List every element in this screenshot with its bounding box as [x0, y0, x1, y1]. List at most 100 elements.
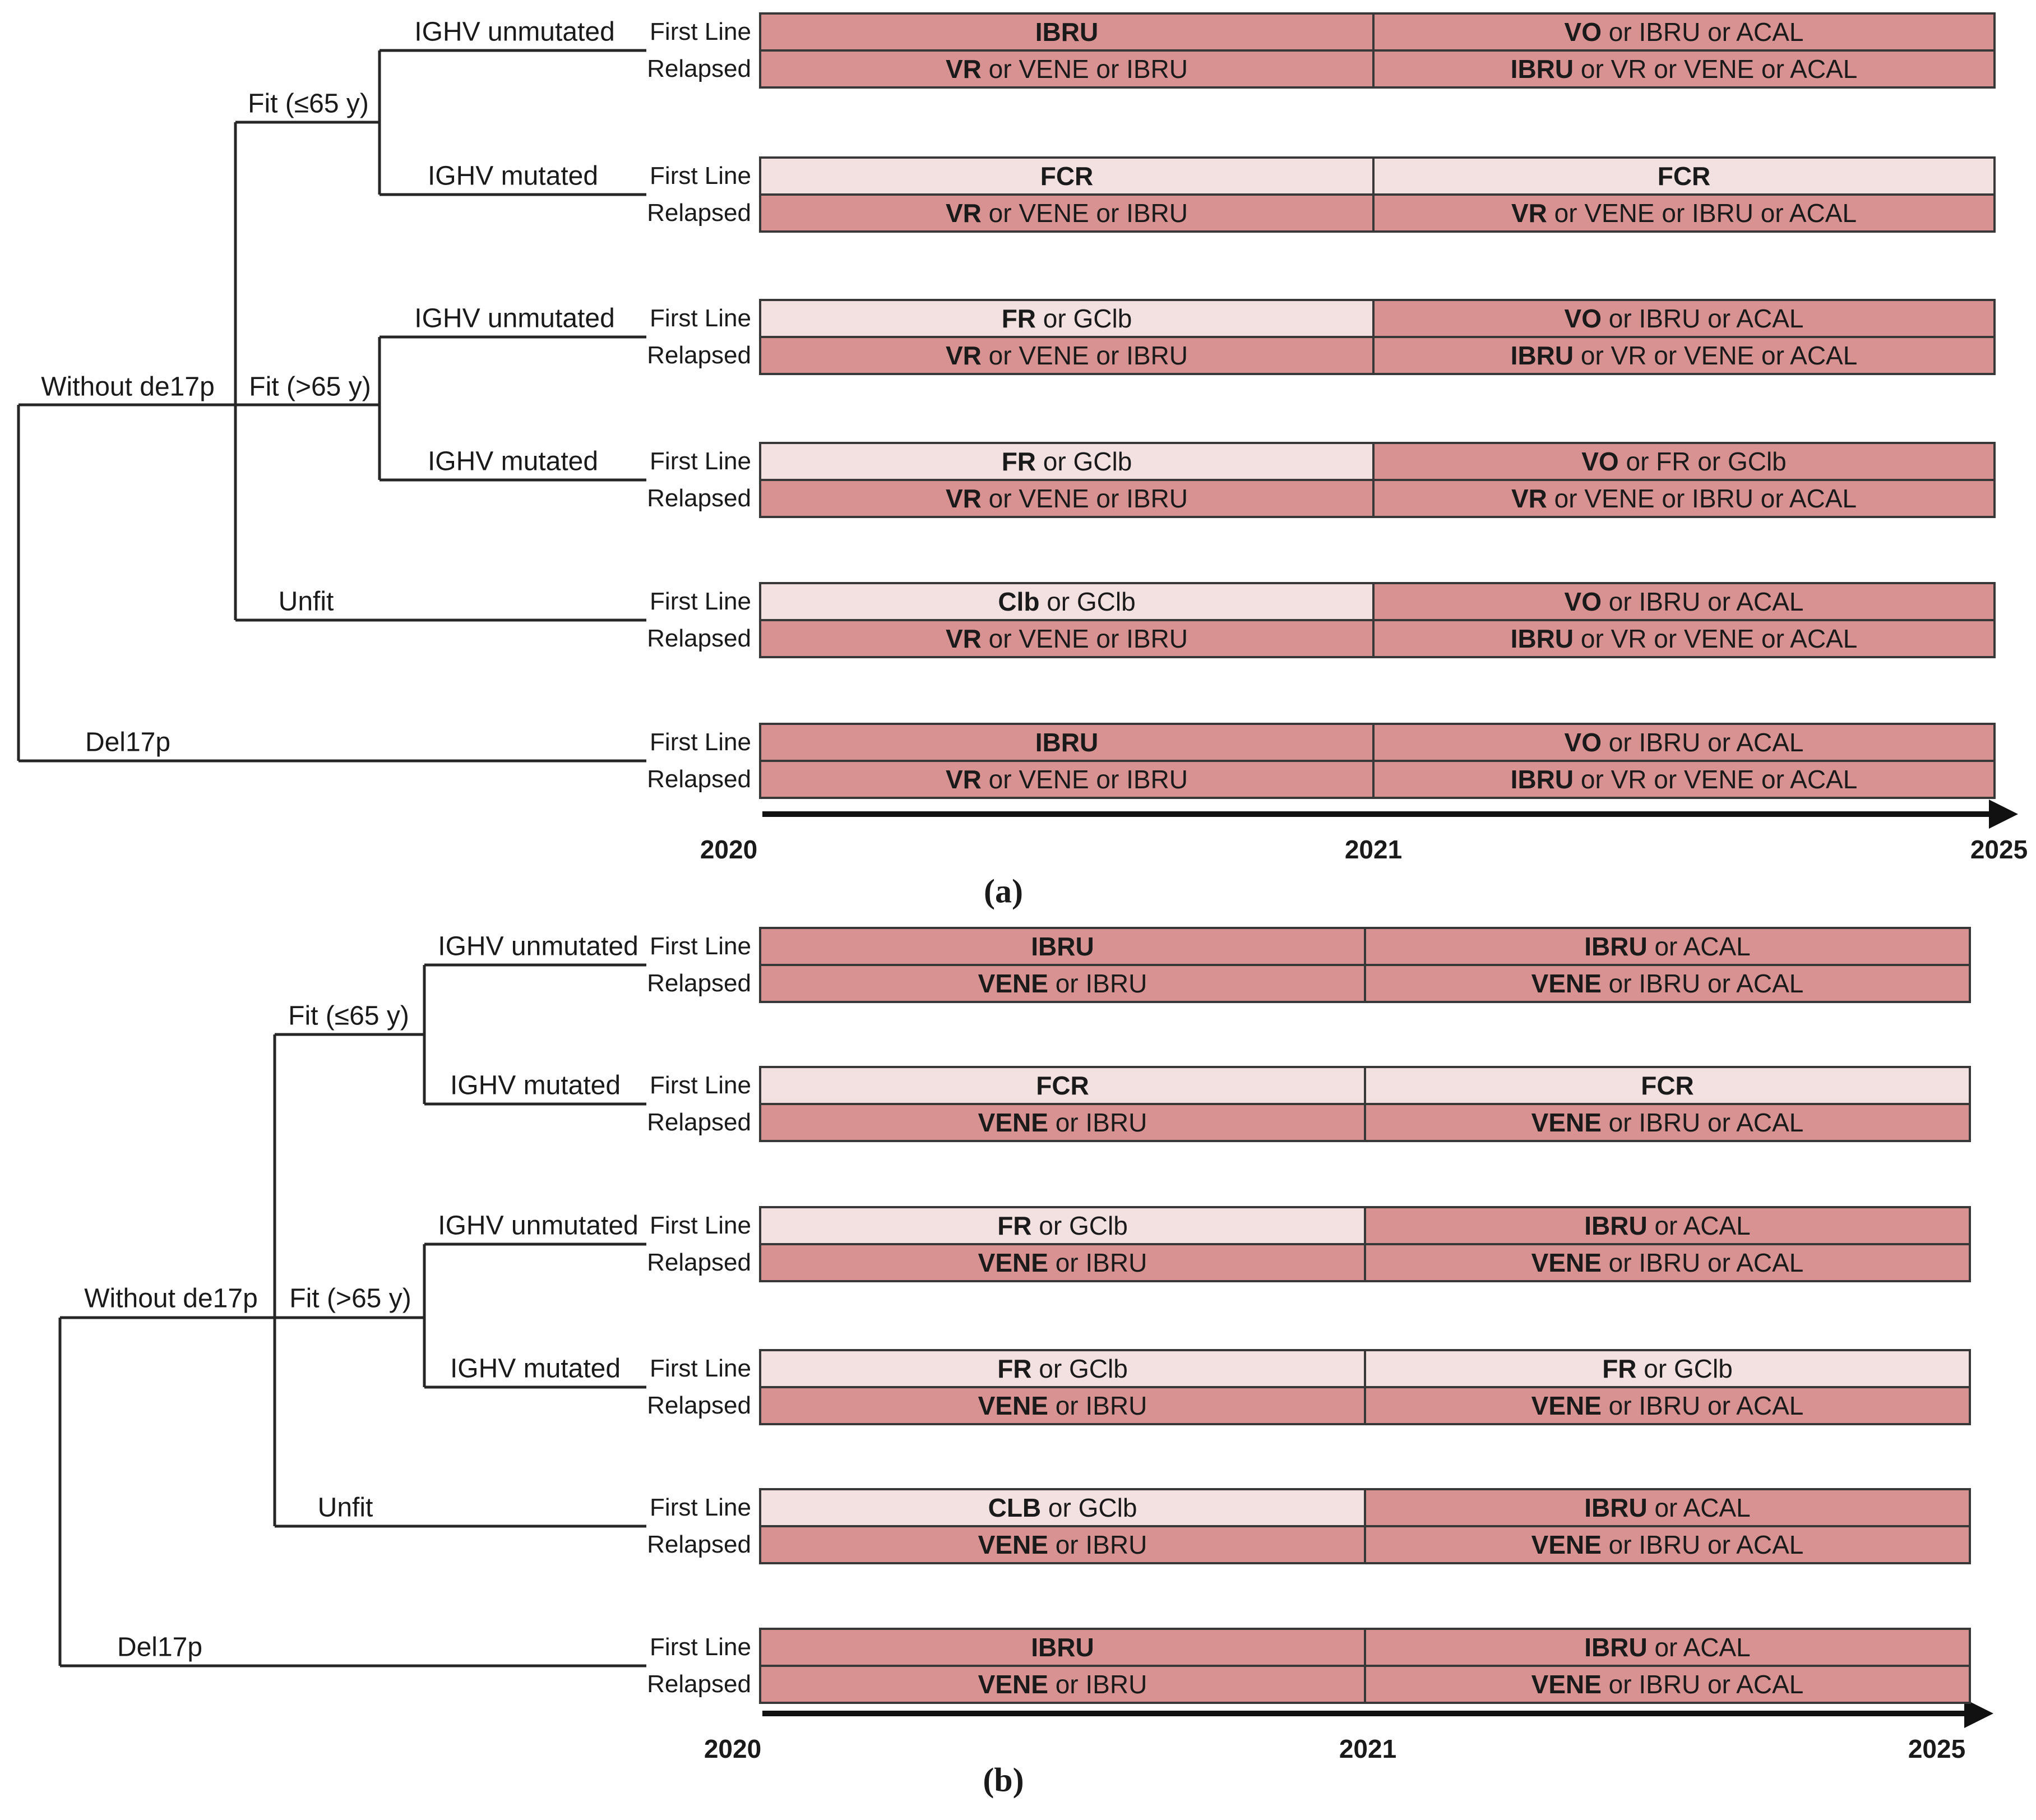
row-label-relapsed: Relapsed — [647, 1392, 751, 1419]
drug-primary: FR — [997, 1211, 1032, 1240]
bar-relapsed-2021-2025: VENE or IBRU or ACAL — [1364, 1103, 1971, 1142]
drug-alternatives: or ACAL — [1647, 1633, 1751, 1662]
drug-primary: Clb — [998, 587, 1040, 616]
branch-label-ighv-mutated: IGHV mutated — [427, 446, 599, 477]
row-label-relapsed: Relapsed — [647, 1670, 751, 1698]
drug-alternatives: or VENE or IBRU or ACAL — [1547, 484, 1857, 513]
timeline-year-2021: 2021 — [1339, 1734, 1397, 1763]
bar-first-line-2021-2025: IBRU or ACAL — [1364, 1206, 1971, 1245]
drug-primary: IBRU — [1031, 1633, 1094, 1662]
timeline-year-2020: 2020 — [700, 835, 758, 864]
branch-label-fit-young: Fit (≤65 y) — [288, 1001, 409, 1031]
row-label-relapsed: Relapsed — [647, 55, 751, 82]
bar-first-line-2021-2025: VO or IBRU or ACAL — [1372, 723, 1996, 762]
bar-relapsed-2020-2021: VENE or IBRU — [759, 1103, 1366, 1142]
row-label-first-line: First Line — [650, 588, 751, 615]
bar-relapsed-2020-2021: VR or VENE or IBRU — [759, 193, 1375, 233]
drug-primary: VR — [1511, 198, 1547, 228]
drug-primary: VENE — [1531, 1248, 1602, 1277]
group-a-fit-old-ighv-mutated: First Line FR or GClb VO or FR or GClb R… — [583, 442, 1996, 518]
drug-primary: VR — [946, 765, 982, 794]
drug-alternatives: or GClb — [1041, 1493, 1137, 1522]
bar-relapsed-2020-2021: VR or VENE or IBRU — [759, 49, 1375, 89]
decision-tree-b — [58, 963, 646, 1667]
bar-relapsed-2021-2025: VENE or IBRU or ACAL — [1364, 1665, 1971, 1704]
bar-first-line-2021-2025: FR or GClb — [1364, 1349, 1971, 1388]
panel-caption-a: (a) — [984, 872, 1023, 910]
drug-alternatives: or IBRU or ACAL — [1602, 728, 1804, 757]
drug-alternatives: or GClb — [1036, 304, 1132, 333]
drug-primary: VENE — [978, 1670, 1048, 1699]
branch-label-ighv-mutated: IGHV mutated — [450, 1354, 621, 1384]
drug-alternatives: or VR or VENE or ACAL — [1574, 54, 1858, 84]
drug-primary: VENE — [978, 1530, 1048, 1559]
drug-alternatives: or IBRU — [1048, 1248, 1147, 1277]
drug-alternatives: or FR or GClb — [1618, 447, 1787, 476]
drug-primary: IBRU — [1031, 932, 1094, 961]
drug-primary: FCR — [1040, 161, 1094, 191]
bar-relapsed-2021-2025: IBRU or VR or VENE or ACAL — [1372, 336, 1996, 375]
bar-first-line-2020-2021: IBRU — [759, 12, 1375, 52]
bar-relapsed-2021-2025: VR or VENE or IBRU or ACAL — [1372, 479, 1996, 518]
timeline-arrow-a — [762, 800, 2018, 829]
bar-relapsed-2021-2025: VENE or IBRU or ACAL — [1364, 1243, 1971, 1282]
drug-primary: IBRU — [1584, 932, 1648, 961]
branch-label-unfit: Unfit — [317, 1493, 373, 1523]
timeline-year-2025: 2025 — [1908, 1734, 1966, 1763]
timeline-year-2025: 2025 — [1970, 835, 2028, 864]
row-label-first-line: First Line — [650, 1633, 751, 1661]
drug-alternatives: or IBRU or ACAL — [1601, 1670, 1804, 1699]
drug-alternatives: or ACAL — [1647, 1211, 1751, 1240]
row-label-first-line: First Line — [650, 447, 751, 475]
drug-primary: VO — [1581, 447, 1619, 476]
bar-first-line-2020-2021: FR or GClb — [759, 1349, 1366, 1388]
row-label-first-line: First Line — [650, 304, 751, 332]
row-label-relapsed: Relapsed — [647, 1108, 751, 1136]
row-label-relapsed: Relapsed — [647, 1249, 751, 1276]
bar-first-line-2020-2021: CLB or GClb — [759, 1488, 1366, 1527]
drug-primary: VO — [1564, 587, 1602, 616]
bar-first-line-2021-2025: IBRU or ACAL — [1364, 927, 1971, 966]
row-label-relapsed: Relapsed — [647, 969, 751, 997]
arrowhead-icon — [1964, 1699, 1993, 1728]
drug-primary: VR — [946, 341, 982, 370]
bar-first-line-2020-2021: IBRU — [759, 723, 1375, 762]
drug-primary: FCR — [1657, 161, 1711, 191]
arrowhead-icon — [1989, 800, 2018, 829]
drug-alternatives: or IBRU — [1048, 1670, 1147, 1699]
branch-label-ighv-mutated: IGHV mutated — [450, 1070, 621, 1101]
bar-first-line-2021-2025: FCR — [1364, 1066, 1971, 1105]
bar-relapsed-2021-2025: VR or VENE or IBRU or ACAL — [1372, 193, 1996, 233]
drug-primary: CLB — [988, 1493, 1042, 1522]
branch-label-unfit: Unfit — [278, 586, 334, 617]
drug-alternatives: or ACAL — [1647, 1493, 1751, 1522]
row-label-relapsed: Relapsed — [647, 484, 751, 512]
branch-label-ighv-mutated: IGHV mutated — [427, 161, 599, 191]
bar-first-line-2020-2021: IBRU — [759, 927, 1366, 966]
branch-label-fit-old: Fit (>65 y) — [249, 372, 371, 402]
bar-relapsed-2020-2021: VENE or IBRU — [759, 1243, 1366, 1282]
timeline-arrow-b — [762, 1699, 1993, 1728]
timeline-year-2020: 2020 — [704, 1734, 762, 1763]
drug-alternatives: or VENE or IBRU or ACAL — [1547, 198, 1857, 228]
group-b-fit-young-ighv-mutated: First Line FCR FCR Relapsed VENE or IBRU… — [583, 1066, 1971, 1142]
drug-alternatives: or VENE or IBRU — [981, 765, 1188, 794]
drug-alternatives: or IBRU or ACAL — [1601, 969, 1804, 998]
bar-relapsed-2020-2021: VR or VENE or IBRU — [759, 336, 1375, 375]
bar-relapsed-2020-2021: VR or VENE or IBRU — [759, 479, 1375, 518]
row-label-first-line: First Line — [650, 932, 751, 960]
row-label-first-line: First Line — [650, 1071, 751, 1099]
group-a-unfit: First Line Clb or GClb VO or IBRU or ACA… — [583, 582, 1996, 658]
bar-relapsed-2021-2025: IBRU or VR or VENE or ACAL — [1372, 760, 1996, 799]
drug-alternatives: or ACAL — [1647, 932, 1751, 961]
group-b-fit-young-ighv-unmutated: First Line IBRU IBRU or ACAL Relapsed VE… — [583, 927, 1971, 1003]
bar-relapsed-2020-2021: VENE or IBRU — [759, 1665, 1366, 1704]
drug-primary: IBRU — [1035, 17, 1099, 47]
bar-first-line-2020-2021: FR or GClb — [759, 1206, 1366, 1245]
group-a-fit-old-ighv-unmutated: First Line FR or GClb VO or IBRU or ACAL… — [583, 299, 1996, 375]
drug-primary: VENE — [978, 1248, 1048, 1277]
row-label-first-line: First Line — [650, 728, 751, 756]
drug-primary: VENE — [978, 1108, 1048, 1137]
row-label-first-line: First Line — [650, 1355, 751, 1382]
bar-relapsed-2020-2021: VENE or IBRU — [759, 1525, 1366, 1564]
